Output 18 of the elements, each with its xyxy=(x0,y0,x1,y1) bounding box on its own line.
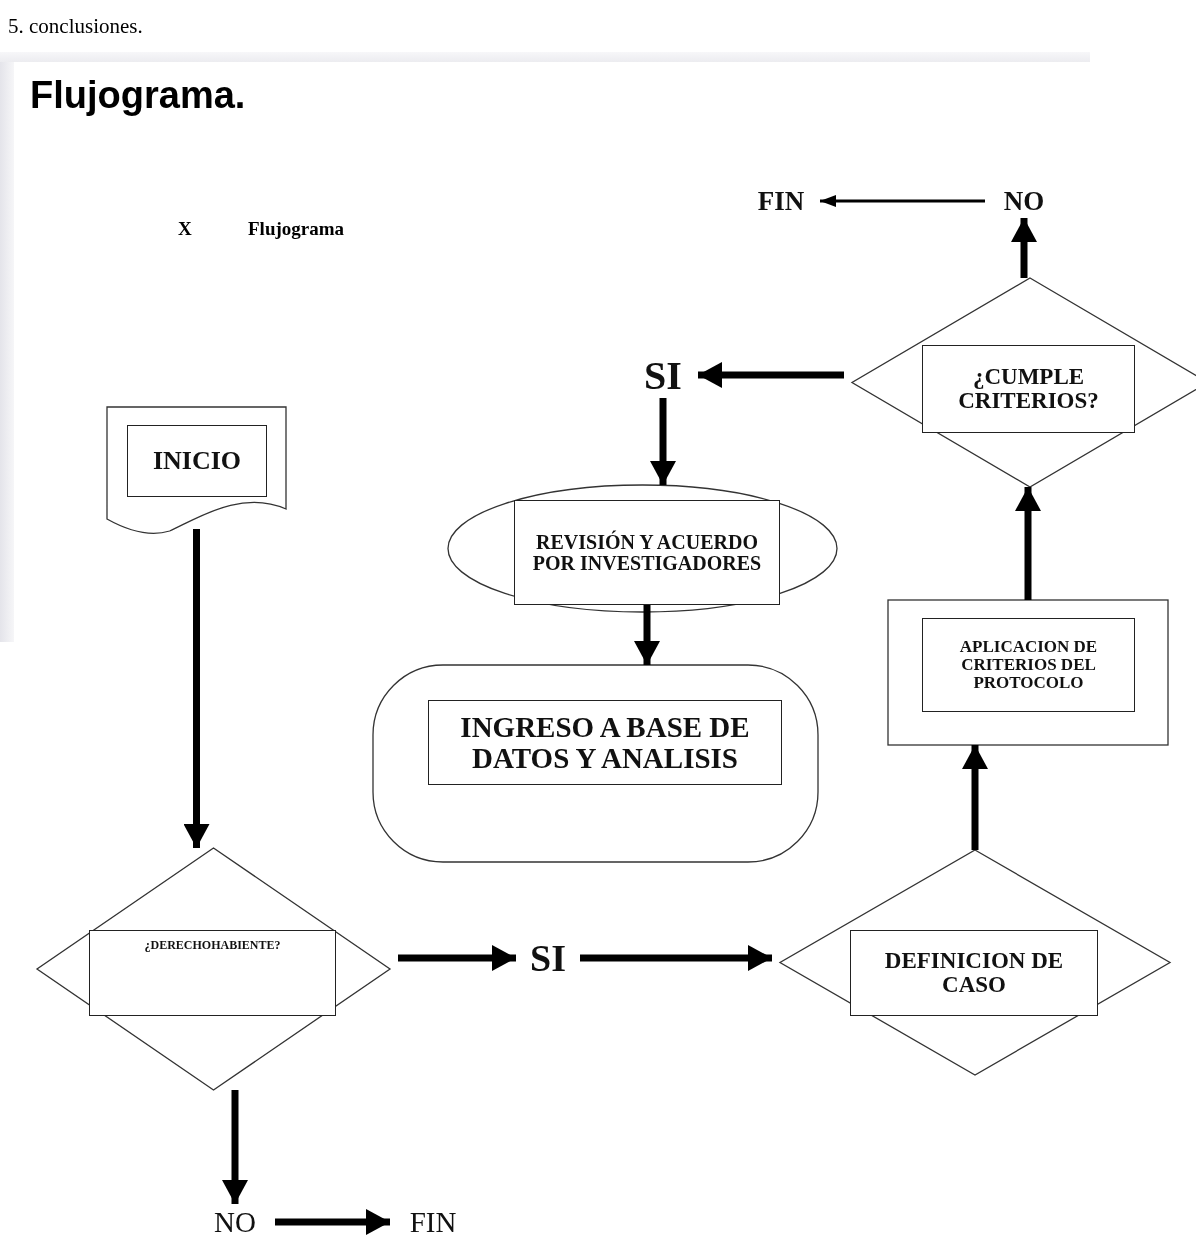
label-box: ¿CUMPLE CRITERIOS? xyxy=(922,345,1135,433)
marker-text: X xyxy=(178,218,192,240)
diagram-title: Flujograma. xyxy=(30,74,246,117)
label-box: APLICACION DE CRITERIOS DEL PROTOCOLO xyxy=(922,618,1135,712)
flow-label: SI xyxy=(524,938,572,978)
label-box: DEFINICION DE CASO xyxy=(850,930,1098,1016)
subtitle-text: Flujograma xyxy=(248,218,345,240)
label-box: ¿DERECHOHABIENTE? xyxy=(89,930,336,1016)
flow-label: NO xyxy=(203,1204,267,1239)
arrow xyxy=(820,195,985,207)
section-heading: 5. conclusiones. xyxy=(8,14,143,39)
flow-label: FIN xyxy=(398,1204,468,1239)
flow-label: SI xyxy=(636,352,690,398)
label-box: REVISIÓN Y ACUERDO POR INVESTIGADORES xyxy=(514,500,780,605)
flow-label: FIN xyxy=(750,184,812,218)
label-box: INGRESO A BASE DE DATOS Y ANALISIS xyxy=(428,700,782,785)
flow-label: NO xyxy=(993,184,1055,218)
label-box: INICIO xyxy=(127,425,267,497)
